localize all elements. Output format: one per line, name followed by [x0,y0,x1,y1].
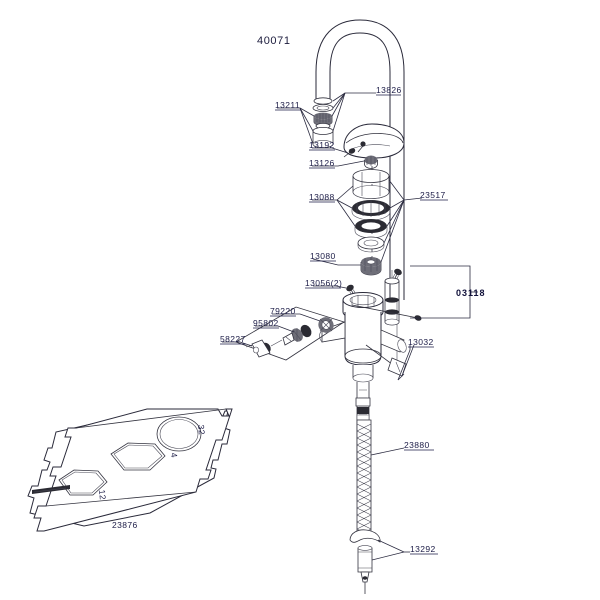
label-body-screw: 13032 [408,337,434,347]
valve-cartridge [384,270,400,326]
supply-hose [355,397,372,537]
spray-subassembly-box [235,306,345,361]
template-mark-32: 32 [196,424,207,435]
seal-ring [354,219,388,239]
cartridge-nut [360,257,382,276]
template-brand-strip [32,485,70,494]
template-mark-4: 4 [169,452,179,458]
handle-set-screw [343,148,356,158]
cartridge-kit-stack [351,169,391,276]
label-handle-cap: 13126 [309,158,335,168]
label-weight: 13292 [410,544,436,554]
part-number-labels: 40071 13826 13211 13192 13126 13088 1308… [112,35,486,554]
lever-handle [343,123,405,159]
label-supply-hose: 23880 [404,440,430,450]
hose-fitting-upper [355,397,371,421]
toothed-retainer-ring [351,200,391,221]
braided-sleeve [356,419,372,537]
leader-lines [222,92,478,561]
label-spout-oring: 13211 [275,100,300,110]
label-cartridge-screws: 13056(2) [305,278,342,288]
label-dome-ring: 13088 [309,192,335,202]
label-handle-screw: 13192 [309,140,335,150]
washer-ring [357,236,385,253]
label-spray-collar: 95802 [253,318,279,328]
label-spray-head: 79220 [270,306,296,316]
aerator-stack [312,97,334,148]
spray-stem [282,332,295,346]
hose-weight [349,529,381,594]
handle-cap [364,155,378,169]
template-mark-12: 12 [97,489,108,500]
label-spray-nut: 58227 [220,334,246,344]
label-model-number: 40071 [257,35,291,47]
label-body-assembly: 03118 [456,288,486,298]
label-cartridge-nut: 13080 [310,251,336,261]
label-valve-kit: 23517 [420,190,446,200]
label-aerator: 13826 [376,85,402,95]
aerator-knurl [313,112,333,126]
label-mounting-template: 23876 [112,520,138,530]
mounting-template: 32 4 12 [27,408,233,532]
faucet-body [319,292,407,470]
spray-head [318,317,334,333]
label-underlines [220,94,448,555]
spray-coupling-nut [245,339,271,358]
dome-cap [352,169,390,199]
aerator-sleeve [312,127,334,148]
